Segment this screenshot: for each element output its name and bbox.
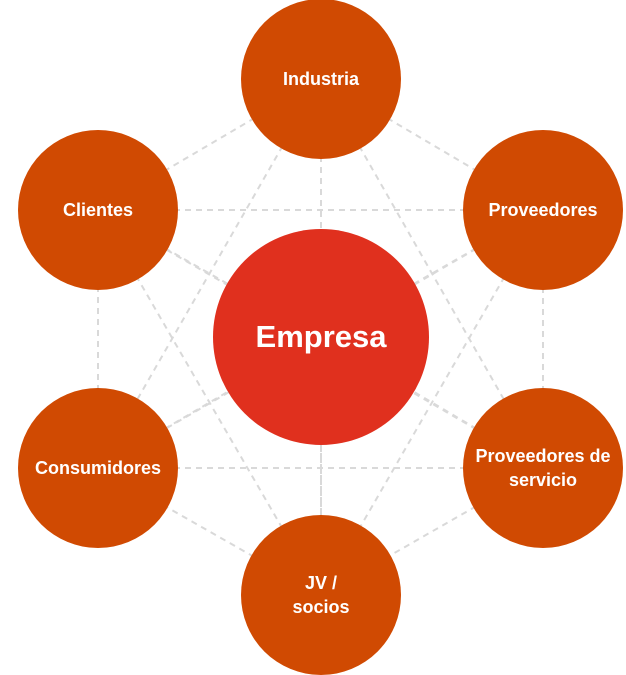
center-label: Empresa — [255, 319, 387, 354]
node-industria: Industria — [241, 0, 401, 159]
connector-line — [320, 78, 544, 469]
node-clientes: Clientes — [18, 130, 178, 290]
node-proveedores-servicio: Proveedores de servicio — [463, 388, 623, 548]
node-label: Proveedores de servicio — [475, 446, 611, 490]
node-proveedores: Proveedores — [463, 130, 623, 290]
node-label: Industria — [282, 69, 359, 89]
connector-line — [97, 209, 322, 596]
node-label: Consumidores — [34, 458, 162, 478]
node-label: Proveedores — [488, 200, 598, 220]
connector-line — [320, 209, 544, 596]
node-empresa: Empresa — [213, 229, 429, 445]
node-jv-socios: JV / socios — [241, 515, 401, 675]
node-consumidores: Consumidores — [18, 388, 178, 548]
node-label: JV / socios — [292, 573, 350, 617]
node-label: Clientes — [62, 200, 134, 220]
